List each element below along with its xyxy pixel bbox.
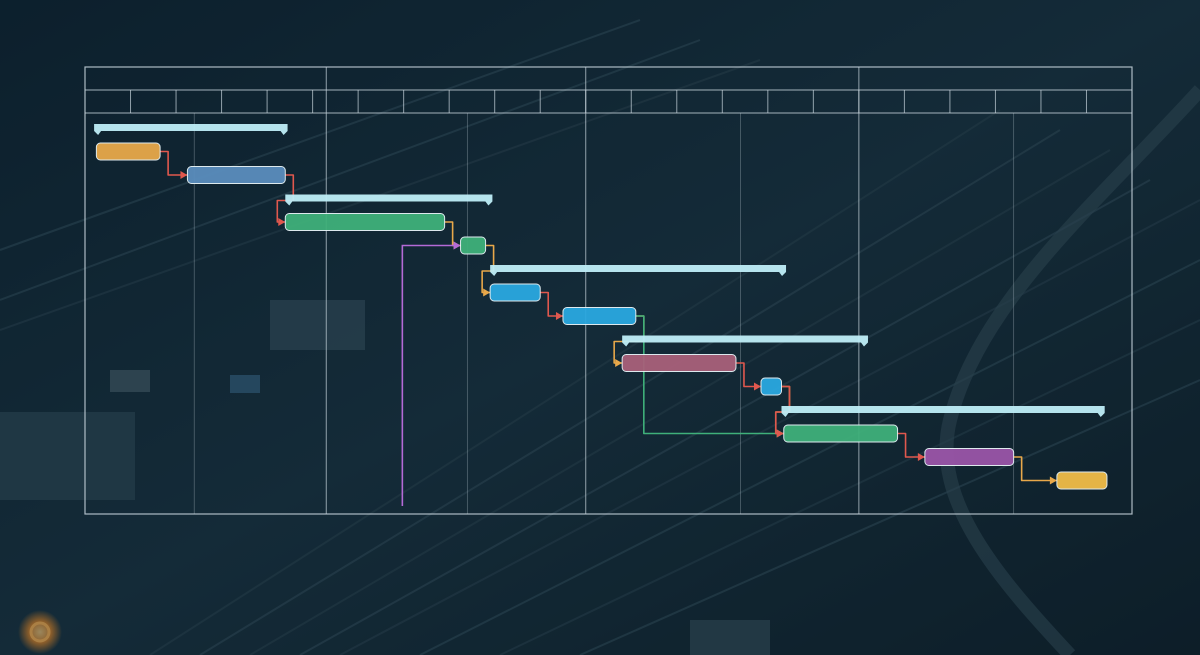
dependency-arrowhead <box>453 241 461 250</box>
dependency-line <box>635 315 784 435</box>
summary-bar <box>285 194 493 206</box>
external-dependency-line <box>401 244 459 506</box>
dependency-arrowhead <box>776 429 784 438</box>
dependency-arrowhead <box>483 288 491 297</box>
rail-track <box>0 39 701 301</box>
dependency-arrowhead <box>1049 476 1057 485</box>
container <box>230 375 260 393</box>
dependency-line <box>540 291 563 317</box>
dependency-line <box>897 432 925 458</box>
depot-building <box>270 300 365 350</box>
task-bars <box>95 142 1108 490</box>
dependency-arrowhead <box>555 312 563 320</box>
task-bar <box>924 448 1015 466</box>
building <box>690 620 770 655</box>
task-bar <box>95 142 161 161</box>
rail-track <box>419 259 1200 655</box>
dependency-arrowhead <box>180 171 188 179</box>
dependency-arrowhead <box>753 382 761 391</box>
rail-track <box>199 129 1061 655</box>
rail-track <box>579 379 1200 655</box>
dependency-line <box>735 362 761 388</box>
task-bar <box>1056 471 1108 490</box>
task-bar <box>783 424 899 443</box>
container <box>110 370 150 392</box>
summary-bars <box>94 124 1105 417</box>
summary-bar <box>490 265 787 276</box>
task-bar <box>186 166 286 184</box>
rail-track <box>299 179 1151 655</box>
dependency-arrowhead <box>615 359 623 367</box>
dependency-arrowhead <box>278 218 286 226</box>
summary-bar <box>781 406 1105 417</box>
rail-track <box>499 319 1200 655</box>
dependency-arrows <box>160 150 1057 506</box>
rail-track <box>339 199 1200 655</box>
lamp-glow <box>18 610 62 654</box>
warehouse <box>0 412 135 500</box>
chart-frame <box>84 66 1133 515</box>
dependency-line <box>1013 456 1057 482</box>
rail-track <box>0 19 641 251</box>
task-bar <box>460 236 487 255</box>
task-bar <box>621 354 737 372</box>
dependency-arrowhead <box>917 453 925 461</box>
summary-bar <box>622 335 868 347</box>
task-bar <box>284 213 446 231</box>
task-bar <box>489 283 541 302</box>
lamp-ring <box>29 621 51 643</box>
task-bar <box>760 377 782 396</box>
summary-bar <box>94 124 288 135</box>
rail-track <box>149 109 1001 655</box>
task-bar <box>562 307 637 325</box>
rail-track <box>249 149 1111 655</box>
dependency-line <box>160 150 188 176</box>
